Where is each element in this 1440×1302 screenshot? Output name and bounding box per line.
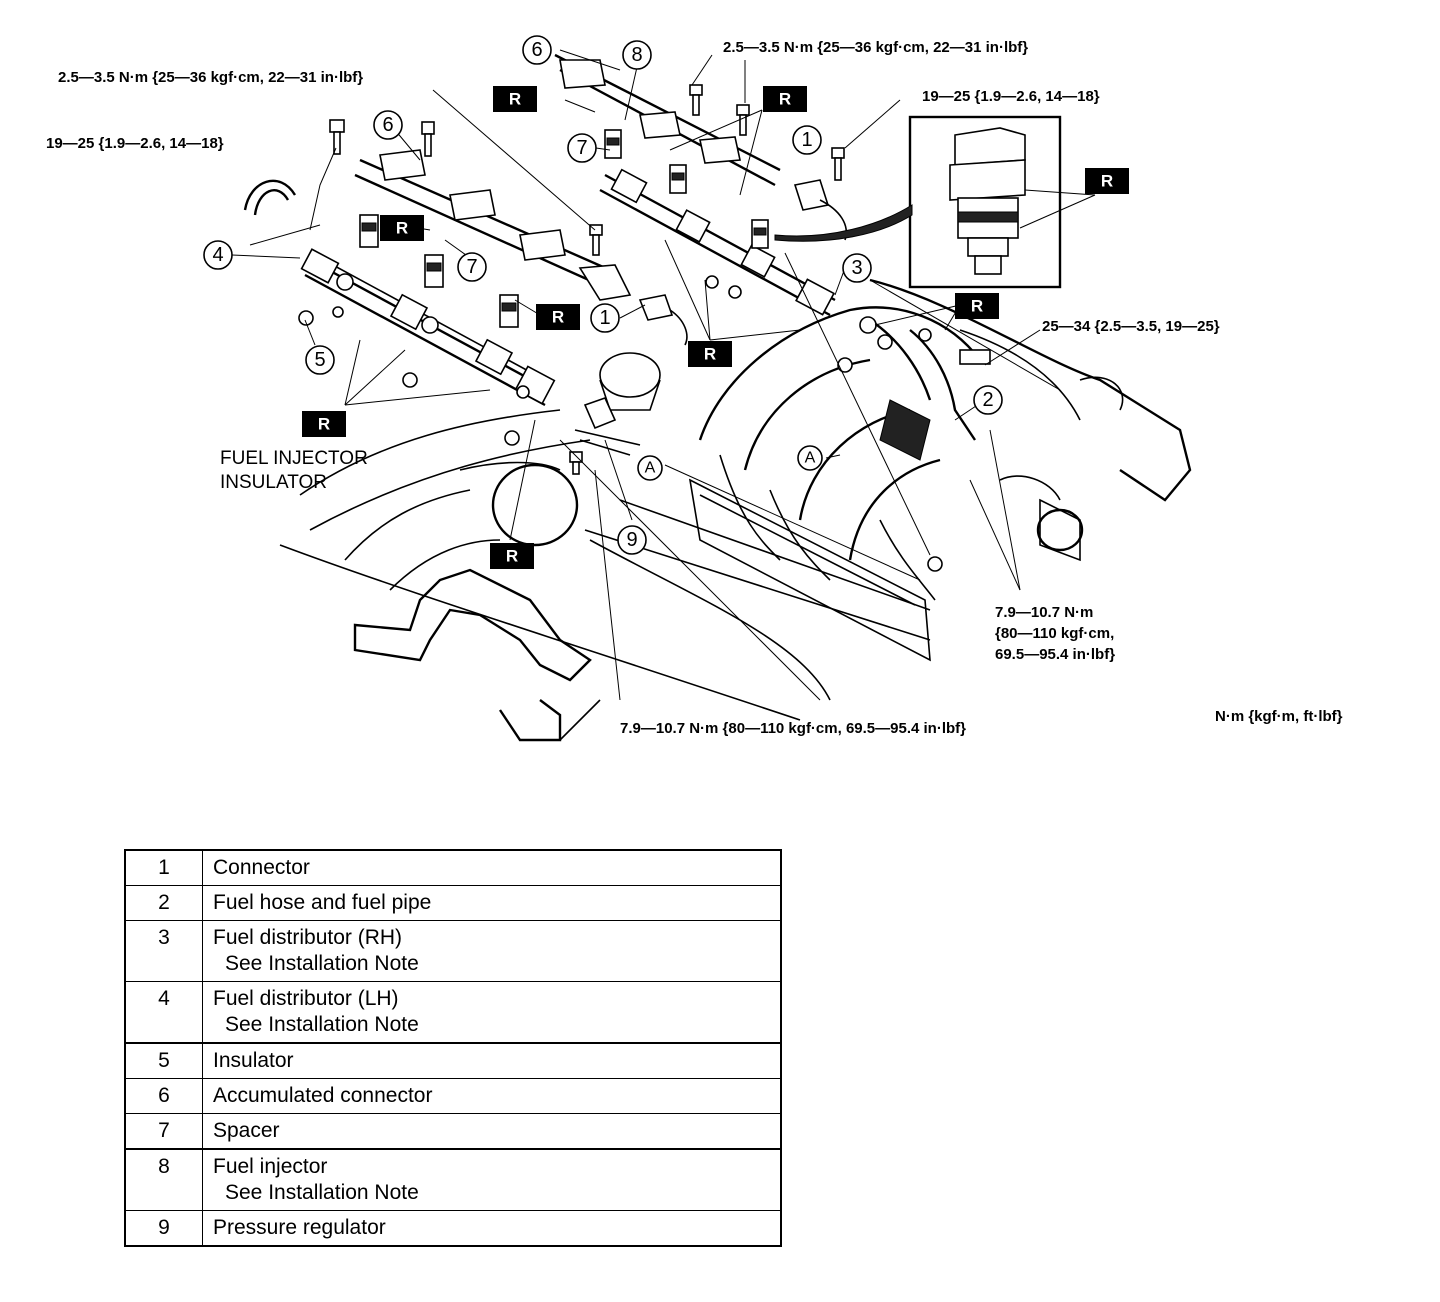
callout-8: 8 (622, 40, 652, 70)
callout-7-right: 7 (567, 133, 597, 163)
callout-5: 5 (305, 345, 335, 375)
callout-9: 9 (617, 525, 647, 555)
part-name: Fuel distributor (LH)See Installation No… (202, 981, 782, 1044)
fuel-distributor-rh-drawing (554, 53, 976, 461)
torque-label-right-low-line2: {80—110 kgf·cm, (995, 625, 1114, 642)
callout-6-left: 6 (373, 110, 403, 140)
svg-text:R: R (1101, 172, 1113, 191)
callout-4: 4 (203, 240, 233, 270)
part-number: 2 (124, 885, 203, 921)
fuel-injectors-drawing (359, 129, 769, 328)
svg-text:R: R (509, 90, 521, 109)
svg-text:5: 5 (314, 349, 325, 371)
callout-7-left: 7 (457, 252, 487, 282)
svg-text:1: 1 (599, 307, 610, 329)
callout-1-lower: 1 (590, 303, 620, 333)
table-row: 3 Fuel distributor (RH)See Installation … (124, 920, 782, 982)
ref-mark-a-left: A (637, 455, 663, 481)
replace-mark-3: R (1085, 168, 1129, 194)
callout-6-right: 6 (522, 35, 552, 65)
svg-text:2: 2 (982, 389, 993, 411)
table-row: 9 Pressure regulator (124, 1210, 782, 1247)
injector-closeup-inset (774, 115, 1062, 289)
part-number: 5 (124, 1042, 203, 1079)
exploded-view-diagram: 1 1 2 3 4 5 6 6 7 7 8 9 (46, 35, 1343, 742)
svg-text:R: R (396, 219, 408, 238)
replace-mark-8: R (302, 411, 346, 437)
torque-label-bottom: 7.9—10.7 N·m {80—110 kgf·cm, 69.5—95.4 i… (620, 720, 966, 737)
svg-text:3: 3 (851, 257, 862, 279)
replace-mark-6: R (688, 341, 732, 367)
svg-text:9: 9 (626, 529, 637, 551)
accumulated-connector-lh-drawing (354, 149, 632, 301)
callout-3: 3 (842, 253, 872, 283)
callout-2: 2 (973, 385, 1003, 415)
table-row: 5 Insulator (124, 1042, 782, 1079)
part-name: Fuel distributor (RH)See Installation No… (202, 920, 782, 982)
callout-1-upper: 1 (792, 125, 822, 155)
replace-mark-2: R (763, 86, 807, 112)
torque-label-right-low-line3: 69.5—95.4 in·lbf} (995, 646, 1115, 663)
replace-mark-4: R (380, 215, 424, 241)
part-number: 4 (124, 981, 203, 1044)
bolts-drawing (298, 84, 991, 572)
svg-text:7: 7 (466, 256, 477, 278)
insulator-label-line2: INSULATOR (220, 472, 327, 493)
leader-lines (231, 49, 1096, 701)
svg-text:7: 7 (576, 137, 587, 159)
units-label: N·m {kgf·m, ft·lbf} (1215, 708, 1343, 725)
torque-label-left-bolt: 19—25 {1.9—2.6, 14—18} (46, 135, 224, 152)
svg-text:R: R (704, 345, 716, 364)
parts-legend-table: 1 Connector 2 Fuel hose and fuel pipe 3 … (124, 849, 782, 1247)
part-name: Fuel hose and fuel pipe (202, 885, 782, 921)
svg-text:6: 6 (382, 114, 393, 136)
svg-text:R: R (506, 547, 518, 566)
part-name: Accumulated connector (202, 1078, 782, 1114)
part-number: 7 (124, 1113, 203, 1150)
part-name: Spacer (202, 1113, 782, 1150)
svg-text:8: 8 (631, 44, 642, 66)
part-name: Connector (202, 849, 782, 886)
part-number: 8 (124, 1148, 203, 1211)
svg-text:R: R (971, 297, 983, 316)
table-row: 1 Connector (124, 849, 782, 886)
replace-mark-5: R (536, 304, 580, 330)
replace-mark-9: R (490, 543, 534, 569)
svg-text:R: R (552, 308, 564, 327)
part-number: 9 (124, 1210, 203, 1247)
replace-mark-1: R (493, 86, 537, 112)
torque-label-right-bolt: 19—25 {1.9—2.6, 14—18} (922, 88, 1100, 105)
replace-mark-7: R (955, 293, 999, 319)
installation-note: See Installation Note (225, 1013, 419, 1036)
part-number: 3 (124, 920, 203, 982)
svg-text:A: A (805, 450, 816, 467)
svg-text:1: 1 (801, 129, 812, 151)
svg-text:R: R (318, 415, 330, 434)
part-number: 6 (124, 1078, 203, 1114)
insulator-label-line1: FUEL INJECTOR (220, 448, 368, 469)
installation-note: See Installation Note (225, 952, 419, 975)
svg-text:6: 6 (531, 39, 542, 61)
svg-text:A: A (645, 460, 656, 477)
torque-label-top-left: 2.5—3.5 N·m {25—36 kgf·cm, 22—31 in·lbf} (58, 69, 363, 86)
table-row: 2 Fuel hose and fuel pipe (124, 885, 782, 921)
torque-label-right-mid: 25—34 {2.5—3.5, 19—25} (1042, 318, 1220, 335)
svg-text:4: 4 (212, 244, 223, 266)
installation-note: See Installation Note (225, 1181, 419, 1204)
table-row: 7 Spacer (124, 1113, 782, 1150)
svg-text:R: R (779, 90, 791, 109)
torque-label-top-right: 2.5—3.5 N·m {25—36 kgf·cm, 22—31 in·lbf} (723, 39, 1028, 56)
part-name: Pressure regulator (202, 1210, 782, 1247)
part-name: Insulator (202, 1042, 782, 1079)
part-number: 1 (124, 849, 203, 886)
table-row: 4 Fuel distributor (LH)See Installation … (124, 981, 782, 1044)
intake-manifold-drawing (279, 278, 1192, 742)
torque-label-right-low-line1: 7.9—10.7 N·m (995, 604, 1093, 621)
ref-mark-a-right: A (797, 445, 823, 471)
table-row: 6 Accumulated connector (124, 1078, 782, 1114)
